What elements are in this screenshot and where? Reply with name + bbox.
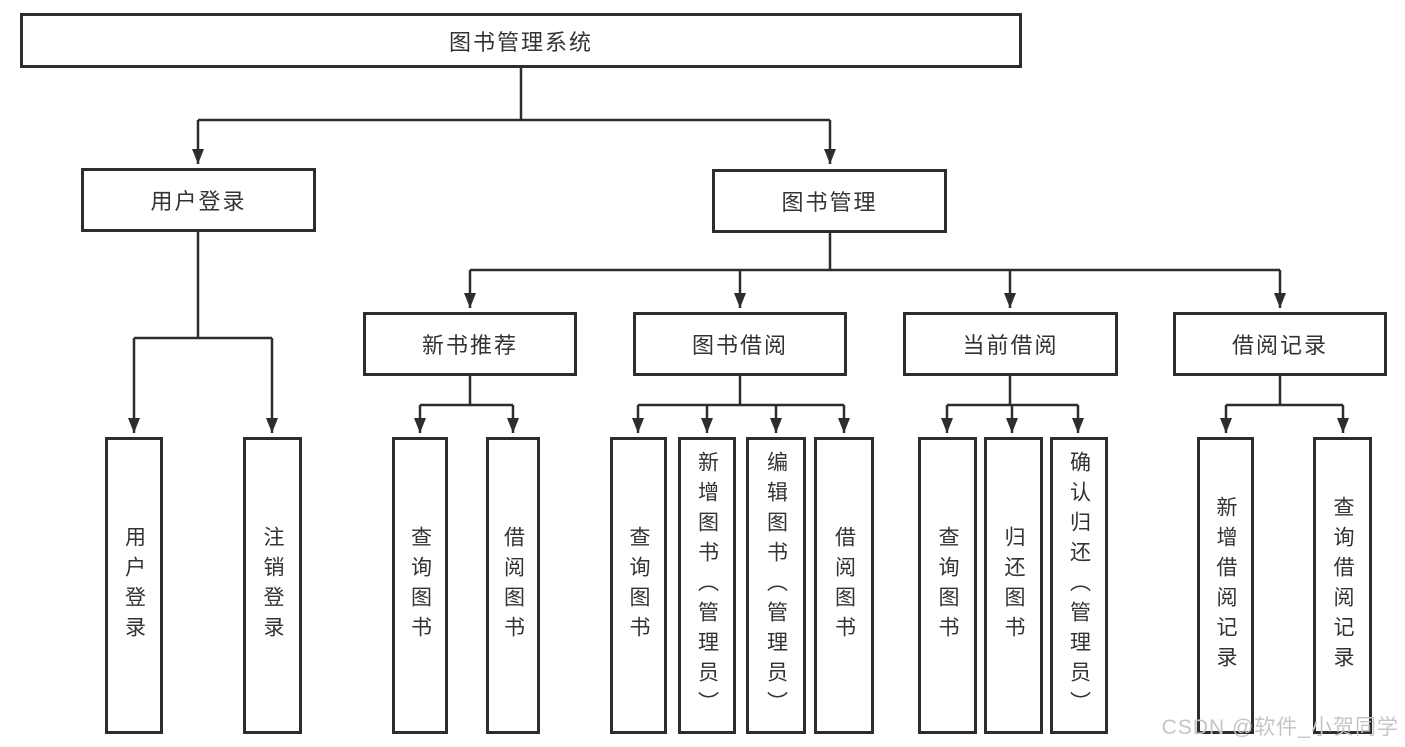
leaf-user-login: 用户登录 bbox=[105, 437, 163, 734]
leaf-return-book: 归还图书 bbox=[984, 437, 1043, 734]
leaf-label: 新增借阅记录 bbox=[1214, 495, 1237, 676]
leaf-label: 确认归还（管理员） bbox=[1067, 450, 1091, 721]
leaf-query-books-1: 查询图书 bbox=[392, 437, 448, 734]
leaf-query-borrow-record: 查询借阅记录 bbox=[1313, 437, 1372, 734]
node-book-borrow: 图书借阅 bbox=[633, 312, 847, 376]
node-root: 图书管理系统 bbox=[20, 13, 1022, 68]
leaf-logout: 注销登录 bbox=[243, 437, 302, 734]
leaf-edit-book-admin: 编辑图书（管理员） bbox=[746, 437, 806, 734]
leaf-query-books-3: 查询图书 bbox=[918, 437, 977, 734]
leaf-label: 查询图书 bbox=[936, 525, 959, 646]
node-book-management: 图书管理 bbox=[712, 169, 947, 233]
leaf-label: 编辑图书（管理员） bbox=[764, 450, 788, 721]
leaf-label: 借阅图书 bbox=[832, 525, 856, 646]
leaf-add-book-admin: 新增图书（管理员） bbox=[678, 437, 736, 734]
node-new-book-recommend: 新书推荐 bbox=[363, 312, 577, 376]
leaf-borrow-books-2: 借阅图书 bbox=[814, 437, 874, 734]
leaf-label: 用户登录 bbox=[122, 525, 146, 646]
node-user-login: 用户登录 bbox=[81, 168, 316, 232]
node-current-borrow: 当前借阅 bbox=[903, 312, 1118, 376]
leaf-label: 注销登录 bbox=[261, 525, 284, 646]
leaf-label: 归还图书 bbox=[1002, 525, 1025, 646]
leaf-label: 新增图书（管理员） bbox=[695, 450, 719, 721]
leaf-label: 查询图书 bbox=[627, 525, 650, 646]
leaf-confirm-return-admin: 确认归还（管理员） bbox=[1050, 437, 1108, 734]
node-borrow-records: 借阅记录 bbox=[1173, 312, 1387, 376]
csdn-watermark: CSDN @软件_小贺同学 bbox=[1161, 716, 1399, 739]
leaf-add-borrow-record: 新增借阅记录 bbox=[1197, 437, 1254, 734]
leaf-borrow-books-1: 借阅图书 bbox=[486, 437, 540, 734]
leaf-label: 查询借阅记录 bbox=[1331, 495, 1354, 676]
leaf-query-books-2: 查询图书 bbox=[610, 437, 667, 734]
leaf-label: 查询图书 bbox=[408, 525, 432, 646]
leaf-label: 借阅图书 bbox=[501, 525, 525, 646]
